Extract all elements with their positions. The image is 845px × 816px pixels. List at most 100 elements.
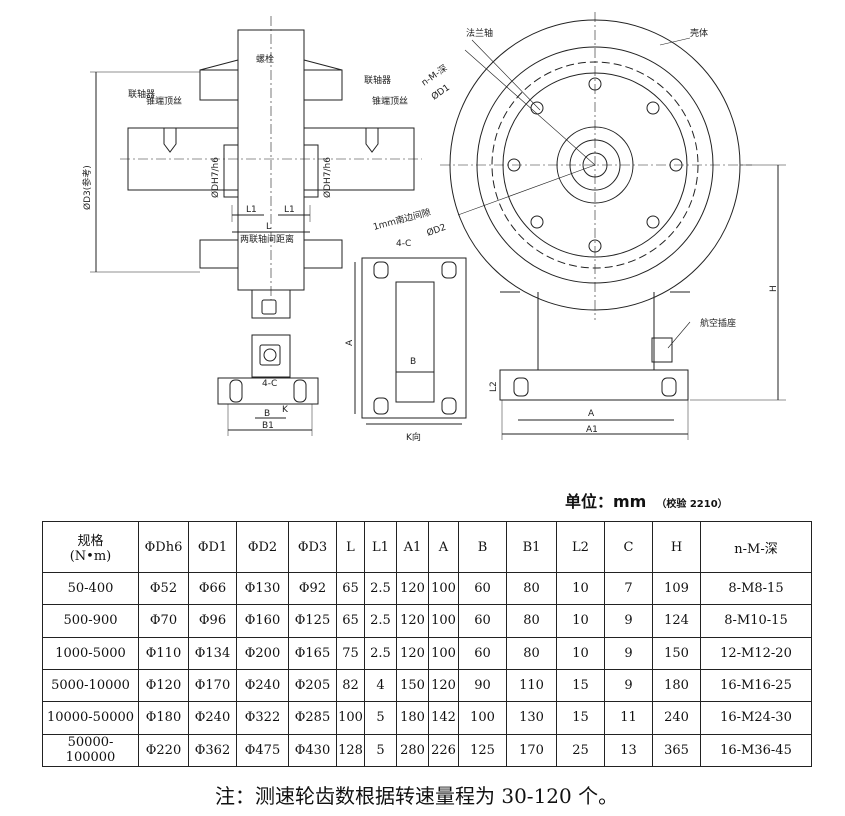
table-cell: Φ92	[288, 571, 337, 606]
table-cell: 226	[428, 733, 459, 768]
table-cell: 9	[604, 668, 653, 703]
column-header: B1	[506, 521, 557, 573]
table-cell: 50000-100000	[42, 733, 139, 768]
coupling-right-label: 联轴器	[364, 74, 391, 86]
unit-note: （校验 2210）	[656, 499, 728, 510]
table-cell: 170	[506, 733, 557, 768]
column-header: L2	[556, 521, 605, 573]
table-cell: 100	[458, 701, 507, 735]
table-cell: 80	[506, 604, 557, 638]
column-header: C	[604, 521, 653, 573]
column-header: ΦD3	[288, 521, 337, 573]
table-cell: 120	[396, 604, 429, 638]
l-label: L	[266, 222, 271, 232]
k-mark-label: K	[282, 405, 289, 415]
table-cell: Φ430	[288, 733, 337, 768]
table-cell: 2.5	[364, 604, 397, 638]
b-left-label: B	[264, 409, 270, 419]
table-cell: 1000-5000	[42, 636, 139, 670]
table-cell: Φ165	[288, 636, 337, 670]
table-cell: 120	[396, 571, 429, 606]
a1-right-label: A1	[586, 425, 598, 435]
table-cell: 150	[396, 668, 429, 703]
table-cell: 500-900	[42, 604, 139, 638]
table-cell: 10	[556, 571, 605, 606]
table-cell: 109	[652, 571, 701, 606]
column-header: A	[428, 521, 459, 573]
a-right-label: A	[588, 409, 595, 419]
column-header: L1	[364, 521, 397, 573]
table-cell: 5	[364, 701, 397, 735]
b1-left-label: B1	[262, 421, 274, 431]
table-cell: 75	[336, 636, 365, 670]
table-cell: Φ70	[138, 604, 189, 638]
dh-right-label: ØDH7/h6	[322, 157, 333, 198]
gap-label: 1mm南边间隙	[372, 206, 432, 233]
table-cell: Φ475	[236, 733, 289, 768]
table-cell: 10000-50000	[42, 701, 139, 735]
table-cell: 8-M10-15	[700, 604, 812, 638]
table-cell: 100	[336, 701, 365, 735]
table-cell: Φ285	[288, 701, 337, 735]
table-cell: 180	[652, 668, 701, 703]
table-cell: 60	[458, 636, 507, 670]
d3-ref-label: ØD3(参考)	[81, 165, 93, 210]
column-header: B	[458, 521, 507, 573]
table-cell: Φ322	[236, 701, 289, 735]
table-cell: 240	[652, 701, 701, 735]
column-header: n-M-深	[700, 521, 812, 573]
table-cell: Φ66	[188, 571, 237, 606]
table-cell: 100	[428, 636, 459, 670]
table-cell: Φ200	[236, 636, 289, 670]
table-cell: 13	[604, 733, 653, 768]
table-cell: 142	[428, 701, 459, 735]
table-cell: 82	[336, 668, 365, 703]
h-label: H	[769, 285, 779, 292]
d1-label: ØD1	[429, 82, 451, 102]
table-cell: 124	[652, 604, 701, 638]
table-cell: 65	[336, 571, 365, 606]
table-cell: 2.5	[364, 636, 397, 670]
table-cell: 10	[556, 604, 605, 638]
table-cell: Φ205	[288, 668, 337, 703]
table-cell: 16-M36-45	[700, 733, 812, 768]
table-cell: 10	[556, 636, 605, 670]
table-cell: 25	[556, 733, 605, 768]
table-cell: 8-M8-15	[700, 571, 812, 606]
table-cell: Φ160	[236, 604, 289, 638]
table-cell: Φ110	[138, 636, 189, 670]
column-header: H	[652, 521, 701, 573]
table-cell: 60	[458, 604, 507, 638]
table-cell: 120	[428, 668, 459, 703]
table-cell: Φ362	[188, 733, 237, 768]
cone-screw-left-label: 锥端顶丝	[146, 95, 182, 107]
table-cell: 90	[458, 668, 507, 703]
table-cell: 60	[458, 571, 507, 606]
coupling-left-label: 联轴器	[128, 88, 155, 100]
cone-screw-right-label: 锥端顶丝	[372, 95, 408, 107]
table-cell: 2.5	[364, 571, 397, 606]
column-header: A1	[396, 521, 429, 573]
table-cell: 130	[506, 701, 557, 735]
shaft-distance-label: 两联轴间距离	[240, 233, 294, 245]
table-cell: 9	[604, 636, 653, 670]
table-cell: Φ120	[138, 668, 189, 703]
unit-line: 单位：mm（校验 2210）	[565, 488, 728, 512]
bolt-label: 螺栓	[256, 53, 274, 65]
table-cell: 120	[396, 636, 429, 670]
table-cell: Φ170	[188, 668, 237, 703]
table-cell: 128	[336, 733, 365, 768]
table-cell: 4	[364, 668, 397, 703]
table-cell: 100	[428, 604, 459, 638]
table-cell: 80	[506, 636, 557, 670]
column-header: ΦD2	[236, 521, 289, 573]
footnote: 注：测速轮齿数根据转速量程为 30-120 个。	[215, 784, 619, 808]
table-cell: 110	[506, 668, 557, 703]
